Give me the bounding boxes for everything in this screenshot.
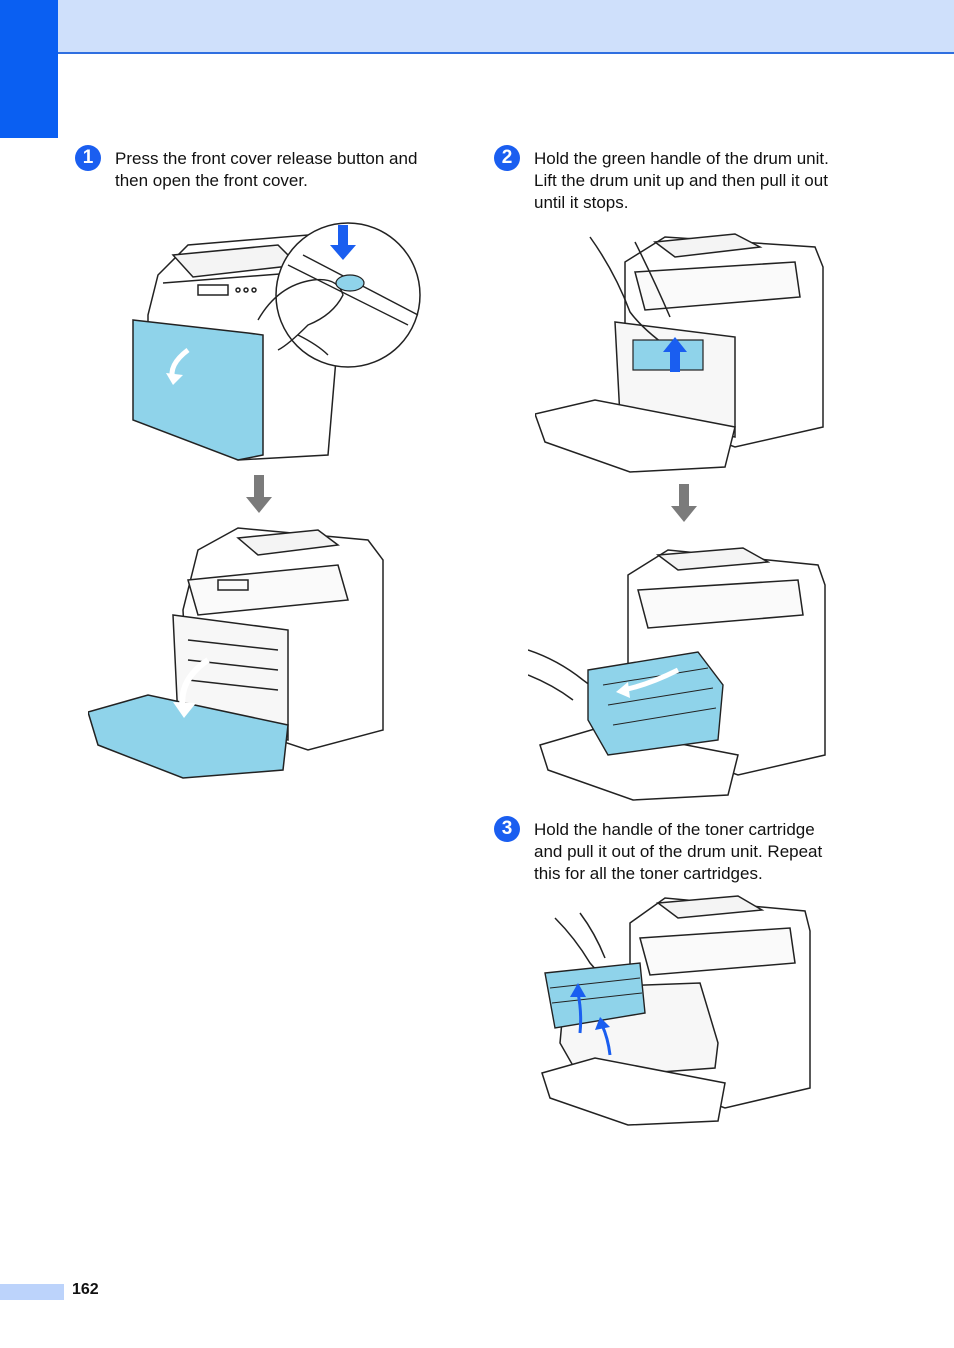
- down-arrow-icon: [671, 484, 697, 527]
- footer-band: [0, 1284, 64, 1300]
- illustration-lift-drum-unit: [535, 222, 830, 474]
- down-arrow-icon: [246, 475, 272, 518]
- step-1-badge: 1: [75, 145, 101, 171]
- step-1-text: Press the front cover release button and…: [115, 149, 418, 190]
- header-band: [0, 0, 954, 54]
- chapter-tab: [0, 0, 58, 138]
- step-2-badge: 2: [494, 145, 520, 171]
- step-2-text: Hold the green handle of the drum unit. …: [534, 149, 829, 212]
- illustration-front-cover-open: [88, 520, 388, 780]
- illustration-remove-toner-cartridge: [540, 893, 812, 1128]
- step-3-text: Hold the handle of the toner cartridge a…: [534, 820, 823, 883]
- page-number: 162: [72, 1281, 99, 1298]
- illustration-pull-drum-unit-out: [528, 540, 828, 802]
- illustration-open-front-cover-release: [128, 205, 428, 465]
- step-3-badge: 3: [494, 816, 520, 842]
